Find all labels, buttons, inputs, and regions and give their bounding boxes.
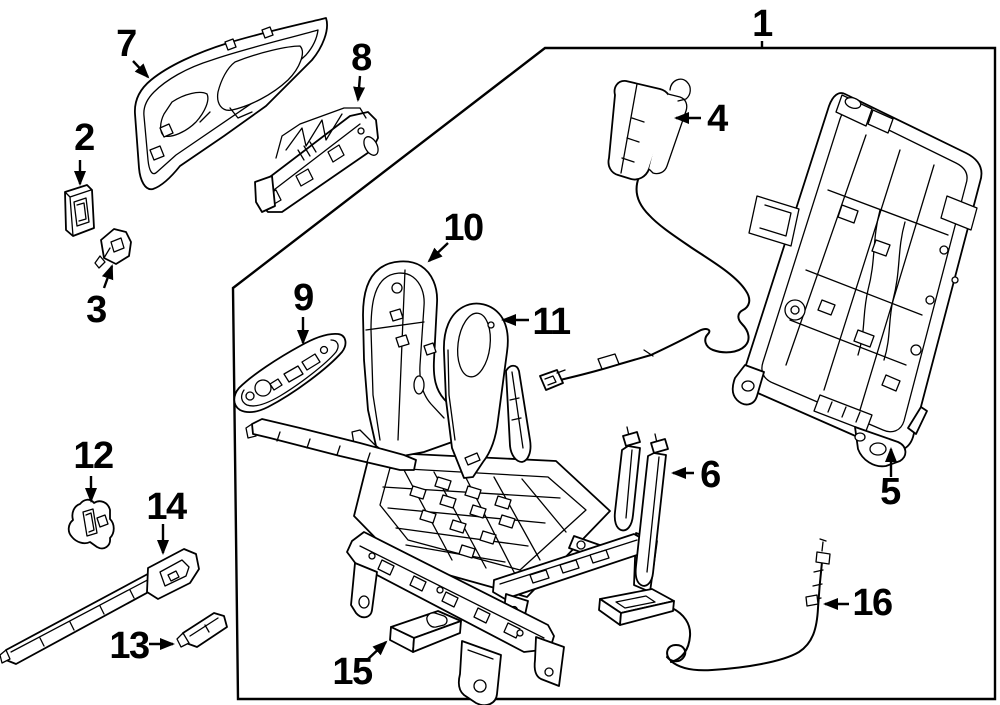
callout-3[interactable]: 3 [86,264,114,331]
part-13-drawing [176,612,228,648]
part-11-drawing [443,302,509,479]
wiring-harness-drawing [539,176,751,391]
callout-arrow-15 [365,640,388,662]
callout-arrow-7 [132,60,150,79]
seat-back-frame-drawing [731,92,983,468]
callout-1[interactable]: 1 [752,3,775,48]
part-12-drawing [67,498,115,550]
callout-arrow-10 [427,242,449,263]
callout-label-11[interactable]: 11 [532,301,572,343]
callout-label-15[interactable]: 15 [332,651,374,693]
part-14-drawing [0,548,200,665]
callout-label-6[interactable]: 6 [700,454,722,496]
part-15-drawing [389,610,462,653]
callout-10[interactable]: 10 [427,207,484,263]
assembly-box-outline [231,46,997,701]
callout-8[interactable]: 8 [351,37,373,102]
callout-9[interactable]: 9 [293,277,315,345]
callout-11[interactable]: 11 [501,301,572,343]
callout-label-1[interactable]: 1 [752,3,775,45]
callout-label-2[interactable]: 2 [74,117,96,159]
callout-label-7[interactable]: 7 [116,23,138,65]
callout-label-13[interactable]: 13 [109,625,150,667]
callout-label-12[interactable]: 12 [73,435,114,477]
callout-15[interactable]: 15 [332,640,388,693]
callout-14[interactable]: 14 [146,486,188,555]
part-6-drawing [613,426,669,587]
callout-label-3[interactable]: 3 [86,289,108,331]
part-3-drawing [94,228,132,269]
callout-5[interactable]: 5 [880,447,903,513]
callout-label-5[interactable]: 5 [880,471,903,513]
under-seat-module-right-drawing [598,588,692,663]
callout-label-9[interactable]: 9 [293,277,315,319]
assembly-outline-box [231,46,997,701]
callout-16[interactable]: 16 [823,582,893,624]
callout-label-8[interactable]: 8 [351,37,373,79]
cushion-frame-drawing [346,451,658,705]
callout-arrow-3 [101,264,114,289]
callout-2[interactable]: 2 [74,117,96,186]
part-10-drawing [351,260,466,459]
callout-label-16[interactable]: 16 [852,582,893,624]
part-2-drawing [64,184,95,237]
callout-13[interactable]: 13 [109,625,175,667]
callout-label-4[interactable]: 4 [707,98,730,140]
callout-label-10[interactable]: 10 [443,207,484,249]
part-16-drawing [666,538,831,672]
callout-6[interactable]: 6 [671,454,722,496]
callout-label-14[interactable]: 14 [146,486,188,528]
part-4-drawing [607,78,691,181]
part-8-drawing [254,107,379,213]
part-9-drawing [233,333,417,471]
part-7-drawing [134,17,328,191]
callout-12[interactable]: 12 [73,435,114,503]
lever-strip-drawing [505,364,532,463]
callout-arrow-8 [353,75,366,102]
callout-4[interactable]: 4 [674,98,730,140]
callout-7[interactable]: 7 [116,23,150,79]
